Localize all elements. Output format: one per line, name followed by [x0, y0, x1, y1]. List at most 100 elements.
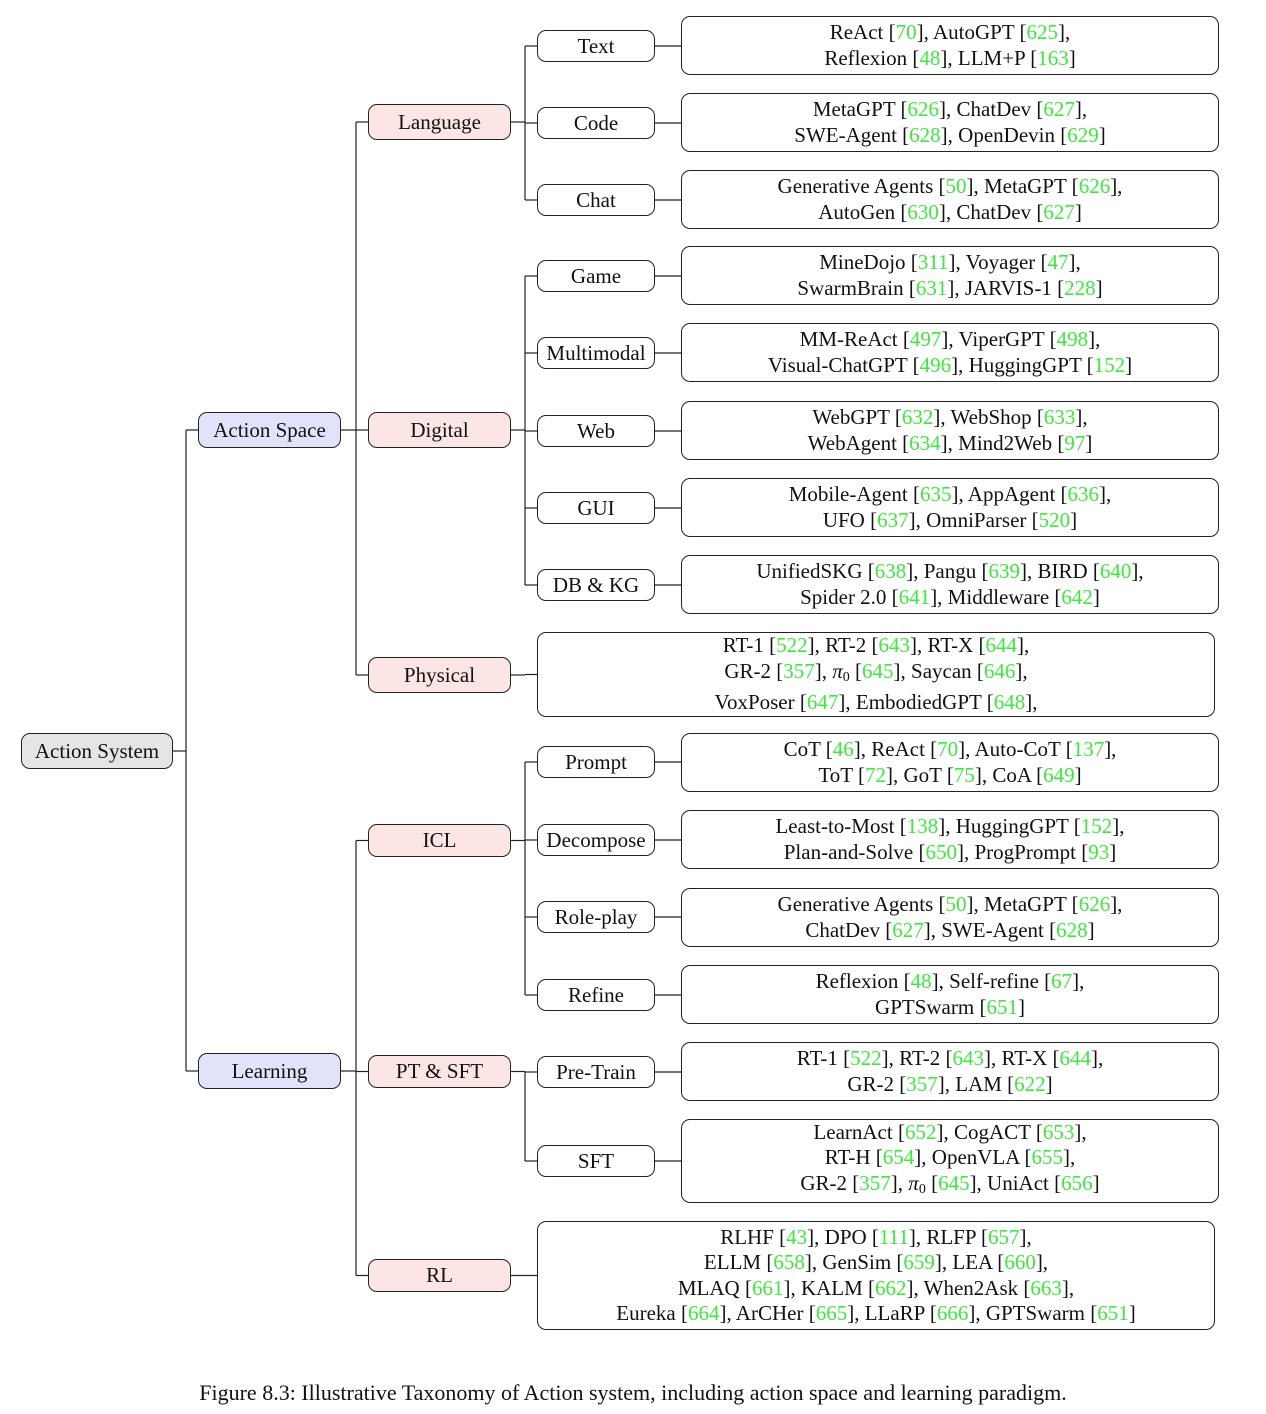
leaf-line: Visual-ChatGPT [496], HuggingGPT [152]: [768, 353, 1132, 379]
citation-number: 496: [919, 352, 952, 377]
leaf-text: ], WebShop [: [933, 405, 1044, 429]
citation-number: 628: [1056, 917, 1088, 942]
leaf-text: ], CogACT [: [936, 1119, 1043, 1144]
leaf-line: AutoGen [630], ChatDev [627]: [818, 200, 1082, 226]
citation-number: 659: [903, 1250, 935, 1274]
leaf-text: ]: [1109, 839, 1117, 864]
leaf-code: MetaGPT [626], ChatDev [627],SWE-Agent […: [681, 93, 1219, 152]
citation-number: 498: [1056, 327, 1089, 351]
leaf-text: ],: [1072, 969, 1085, 993]
citation-number: 641: [898, 584, 931, 609]
leaf-text: ]: [1087, 917, 1095, 942]
leaf-rl: RLHF [43], DPO [111], RLFP [657],ELLM [6…: [537, 1221, 1215, 1330]
leaf-text: ], AppAgent [: [951, 482, 1068, 506]
citation-number: 648: [993, 690, 1026, 715]
leaf-line: MM-ReAct [497], ViperGPT [498],: [800, 327, 1101, 353]
citation-number: 650: [925, 839, 957, 864]
citation-number: 649: [1043, 762, 1075, 787]
leaf-text: ]: [1045, 1071, 1053, 1096]
node-text: Text: [537, 30, 655, 62]
leaf-text: ]: [1128, 1301, 1136, 1325]
leaf-line: CoT [46], ReAct [70], Auto-CoT [137],: [784, 737, 1117, 763]
citation-number: 138: [906, 814, 939, 838]
leaf-text: RLHF [: [720, 1224, 787, 1249]
leaf-text: ],: [1099, 482, 1112, 506]
citation-number: 48: [910, 969, 932, 993]
leaf-line: Generative Agents [50], MetaGPT [626],: [778, 174, 1123, 200]
citation-number: 630: [907, 199, 939, 224]
citation-number: 627: [892, 917, 924, 942]
citation-number: 633: [1043, 405, 1076, 429]
leaf-text: ],: [1104, 737, 1117, 761]
leaf-line: ReAct [70], AutoGPT [625],: [830, 20, 1071, 46]
leaf-text: ],: [1131, 559, 1144, 583]
citation-number: 629: [1067, 122, 1099, 147]
leaf-text: ], OmniParser [: [908, 507, 1039, 532]
citation-number: 522: [850, 1046, 882, 1070]
citation-number: 647: [806, 690, 839, 715]
leaf-text: ],: [1091, 1046, 1104, 1070]
node-sft: SFT: [537, 1145, 655, 1177]
citation-number: 70: [937, 737, 959, 761]
leaf-text: WebAgent [: [807, 430, 910, 455]
citation-number: 46: [832, 737, 854, 761]
citation-number: 660: [1004, 1250, 1036, 1274]
leaf-text: [: [849, 658, 863, 683]
leaf-text: ], GPTSwarm [: [968, 1301, 1098, 1325]
citation-number: 666: [936, 1301, 969, 1325]
leaf-text: ], ViperGPT [: [941, 327, 1057, 351]
leaf-text: ], Auto-CoT [: [958, 737, 1073, 761]
leaf-line: Plan-and-Solve [650], ProgPrompt [93]: [784, 840, 1116, 866]
citation-number: 638: [874, 559, 907, 583]
citation-number: 661: [751, 1275, 784, 1300]
node-role-play: Role-play: [537, 901, 655, 933]
citation-number: 625: [1026, 20, 1059, 44]
leaf-line: ChatDev [627], SWE-Agent [628]: [805, 918, 1094, 944]
citation-number: 111: [878, 1224, 909, 1249]
leaf-text: Reflexion [: [815, 969, 911, 993]
node-multimodal: Multimodal: [537, 337, 655, 369]
leaf-text: Visual-ChatGPT [: [767, 352, 920, 377]
citation-number: 47: [1047, 250, 1069, 274]
leaf-line: VoxPoser [647], EmbodiedGPT [648],: [715, 690, 1038, 716]
leaf-text: ],: [1061, 1275, 1075, 1300]
leaf-text: ],: [1074, 97, 1088, 121]
leaf-text: ],: [1110, 174, 1123, 198]
citation-number: 652: [904, 1119, 937, 1144]
leaf-text: ], Mind2Web [: [940, 430, 1065, 455]
leaf-text: ]: [1074, 199, 1082, 224]
citation-number: 311: [917, 250, 949, 274]
leaf-line: Least-to-Most [138], HuggingGPT [152],: [775, 814, 1124, 840]
leaf-role-play: Generative Agents [50], MetaGPT [626],Ch…: [681, 888, 1219, 947]
leaf-text: ], ProgPrompt [: [956, 839, 1089, 864]
leaf-text: WebGPT [: [812, 405, 902, 429]
node-refine: Refine: [537, 979, 655, 1011]
citation-number: 43: [786, 1224, 808, 1249]
leaf-text: ], LLM+P [: [940, 45, 1038, 70]
leaf-text: ]: [1068, 45, 1076, 70]
node-icl: ICL: [368, 824, 511, 857]
citation-number: 628: [909, 122, 941, 147]
pi-subscript: 0: [918, 1181, 926, 1197]
citation-number: 651: [1097, 1301, 1129, 1325]
citation-number: 48: [919, 45, 941, 70]
leaf-line: GR-2 [357], LAM [622]: [847, 1072, 1052, 1098]
node-digital: Digital: [368, 412, 511, 448]
leaf-text: ],: [1035, 1250, 1049, 1274]
leaf-refine: Reflexion [48], Self-refine [67],GPTSwar…: [681, 965, 1219, 1024]
node-physical: Physical: [368, 657, 511, 693]
leaf-web: WebGPT [632], WebShop [633],WebAgent [63…: [681, 401, 1219, 460]
leaf-text: GR-2 [: [847, 1071, 907, 1096]
citation-number: 644: [985, 633, 1018, 658]
leaf-multimodal: MM-ReAct [497], ViperGPT [498],Visual-Ch…: [681, 323, 1219, 382]
leaf-line: RLHF [43], DPO [111], RLFP [657],: [720, 1225, 1032, 1251]
leaf-text: ],: [1025, 690, 1038, 715]
leaf-game: MineDojo [311], Voyager [47],SwarmBrain …: [681, 246, 1219, 305]
node-rl: RL: [368, 1259, 511, 1292]
citation-number: 642: [1061, 584, 1093, 609]
leaf-text: Least-to-Most [: [775, 814, 907, 838]
leaf-text: ]: [1074, 762, 1082, 787]
leaf-line: GR-2 [357], π0 [645], UniAct [656]: [800, 1171, 1099, 1203]
citation-number: 664: [687, 1301, 720, 1325]
